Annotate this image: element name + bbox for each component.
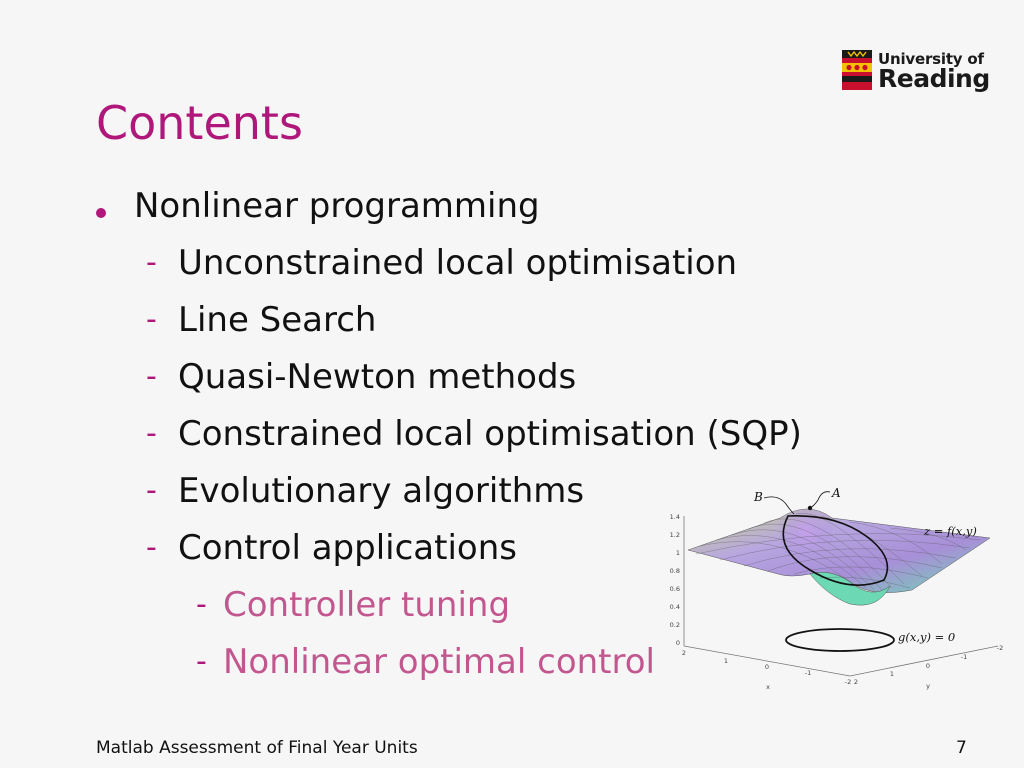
z-tick-label: 0: [676, 639, 680, 647]
constraint-ellipse: [785, 628, 895, 652]
y-axis-ticks: 2 1 0 -1 -2 y: [854, 644, 1003, 690]
z-axis-ticks: 0 0.2 0.4 0.6 0.8 1 1.2 1.4: [670, 513, 680, 647]
z-tick-label: 1.4: [670, 513, 680, 521]
point-a-leader: [809, 491, 831, 509]
dash-icon: -: [146, 245, 157, 280]
surface-mesh: [687, 505, 991, 606]
list-item-text: Control applications: [178, 528, 517, 568]
dash-icon: -: [196, 587, 207, 622]
dash-icon: -: [196, 644, 207, 679]
constraint-label: g(x,y) = 0: [898, 630, 955, 644]
z-tick-label: 1.2: [670, 531, 680, 539]
z-tick-label: 0.6: [670, 585, 680, 593]
x-axis-ticks: 2 1 0 -1 -2 x: [682, 649, 851, 691]
x-tick-label: 1: [724, 657, 728, 665]
slide-title: Contents: [96, 96, 303, 150]
list-item-text: Nonlinear programming: [134, 186, 540, 226]
y-tick-label: 0: [926, 662, 930, 670]
university-logo: University of Reading: [842, 50, 990, 93]
dash-icon: -: [146, 302, 157, 337]
z-tick-label: 0.2: [670, 621, 680, 629]
surface-plot-figure: 0 0.2 0.4 0.6 0.8 1 1.2 1.4 2 1 0 -1 -2 …: [670, 486, 1004, 691]
y-tick-label: 2: [854, 678, 858, 686]
constraint-curve-on-surface: [782, 515, 889, 586]
footer-text: Matlab Assessment of Final Year Units: [96, 738, 418, 758]
point-a-label: A: [831, 486, 841, 500]
list-item-text: Evolutionary algorithms: [178, 471, 585, 511]
z-tick-label: 0.4: [670, 603, 680, 611]
z-tick-label: 1: [676, 549, 680, 557]
y-axis-label: y: [926, 682, 930, 690]
bullet-icon: [96, 208, 106, 218]
list-item-text: Line Search: [178, 300, 377, 340]
y-tick-label: 1: [890, 670, 894, 678]
x-axis-label: x: [766, 683, 770, 691]
page-number: 7: [956, 738, 967, 758]
list-item-text: Controller tuning: [223, 585, 511, 625]
y-tick-label: -1: [961, 653, 967, 661]
z-tick-label: 0.8: [670, 567, 680, 575]
dash-icon: -: [146, 530, 157, 565]
y-tick-label: -2: [997, 644, 1003, 652]
x-tick-label: -2: [845, 678, 851, 686]
point-b-leader: [763, 496, 795, 515]
x-tick-label: 0: [765, 663, 769, 671]
x-tick-label: 2: [682, 649, 686, 657]
list-item-text: Constrained local optimisation (SQP): [178, 414, 802, 454]
crest-icon: [842, 50, 872, 90]
dash-icon: -: [146, 416, 157, 451]
logo-text-line1: University of: [878, 50, 984, 68]
list-item-text: Nonlinear optimal control: [223, 642, 655, 682]
x-tick-label: -1: [805, 669, 811, 677]
plot-axes: [683, 516, 999, 677]
dash-icon: -: [146, 359, 157, 394]
logo-text-line2: Reading: [878, 64, 990, 93]
surface-label: z = f(x,y): [923, 524, 977, 538]
list-item-text: Unconstrained local optimisation: [178, 243, 738, 283]
dash-icon: -: [146, 473, 157, 508]
list-item-text: Quasi-Newton methods: [178, 357, 577, 397]
point-b-label: B: [753, 490, 763, 504]
